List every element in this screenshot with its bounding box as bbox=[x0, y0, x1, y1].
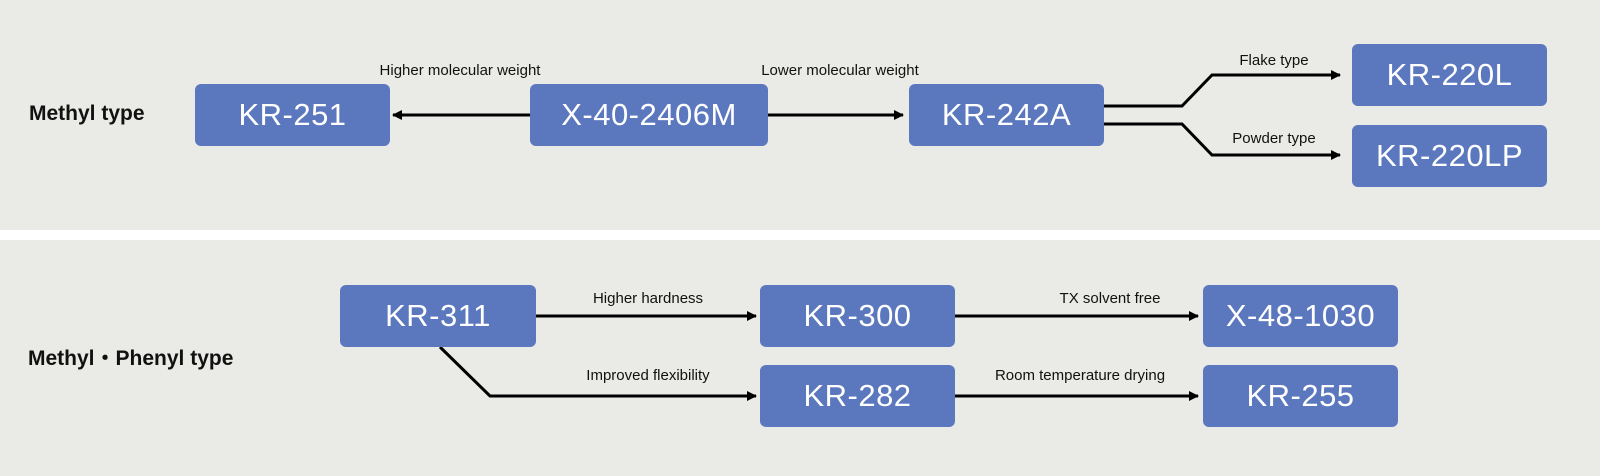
methyl-phenyl-type-panel bbox=[0, 240, 1600, 476]
edge-label-tx-solvent-free: TX solvent free bbox=[1059, 290, 1161, 307]
edge-label-lower-molecular-weight: Lower molecular weight bbox=[761, 62, 919, 79]
node-kr-311[interactable]: KR-311 bbox=[340, 285, 536, 347]
node-x-40-2406m[interactable]: X-40-2406M bbox=[530, 84, 768, 146]
arrow-to-kr220lp bbox=[1104, 122, 1341, 160]
edge-label-higher-hardness: Higher hardness bbox=[592, 290, 704, 307]
edge-label-powder-type: Powder type bbox=[1232, 130, 1316, 147]
node-kr-220l[interactable]: KR-220L bbox=[1352, 44, 1547, 106]
arrow-to-kr282 bbox=[438, 345, 757, 401]
arrow-to-kr220l bbox=[1104, 70, 1341, 108]
edge-label-improved-flexibility: Improved flexibility bbox=[586, 367, 710, 384]
node-kr-300[interactable]: KR-300 bbox=[760, 285, 955, 347]
node-kr-242a[interactable]: KR-242A bbox=[909, 84, 1104, 146]
edge-label-room-temperature-drying: Room temperature drying bbox=[994, 367, 1166, 384]
section-title-methyl-phenyl: Methyl・Phenyl type bbox=[28, 347, 234, 370]
node-kr-282[interactable]: KR-282 bbox=[760, 365, 955, 427]
node-kr-251[interactable]: KR-251 bbox=[195, 84, 390, 146]
section-title-methyl: Methyl type bbox=[29, 102, 145, 125]
node-kr-255[interactable]: KR-255 bbox=[1203, 365, 1398, 427]
edge-label-flake-type: Flake type bbox=[1239, 52, 1309, 69]
node-kr-220lp[interactable]: KR-220LP bbox=[1352, 125, 1547, 187]
edge-label-higher-molecular-weight: Higher molecular weight bbox=[379, 62, 541, 79]
node-x-48-1030[interactable]: X-48-1030 bbox=[1203, 285, 1398, 347]
